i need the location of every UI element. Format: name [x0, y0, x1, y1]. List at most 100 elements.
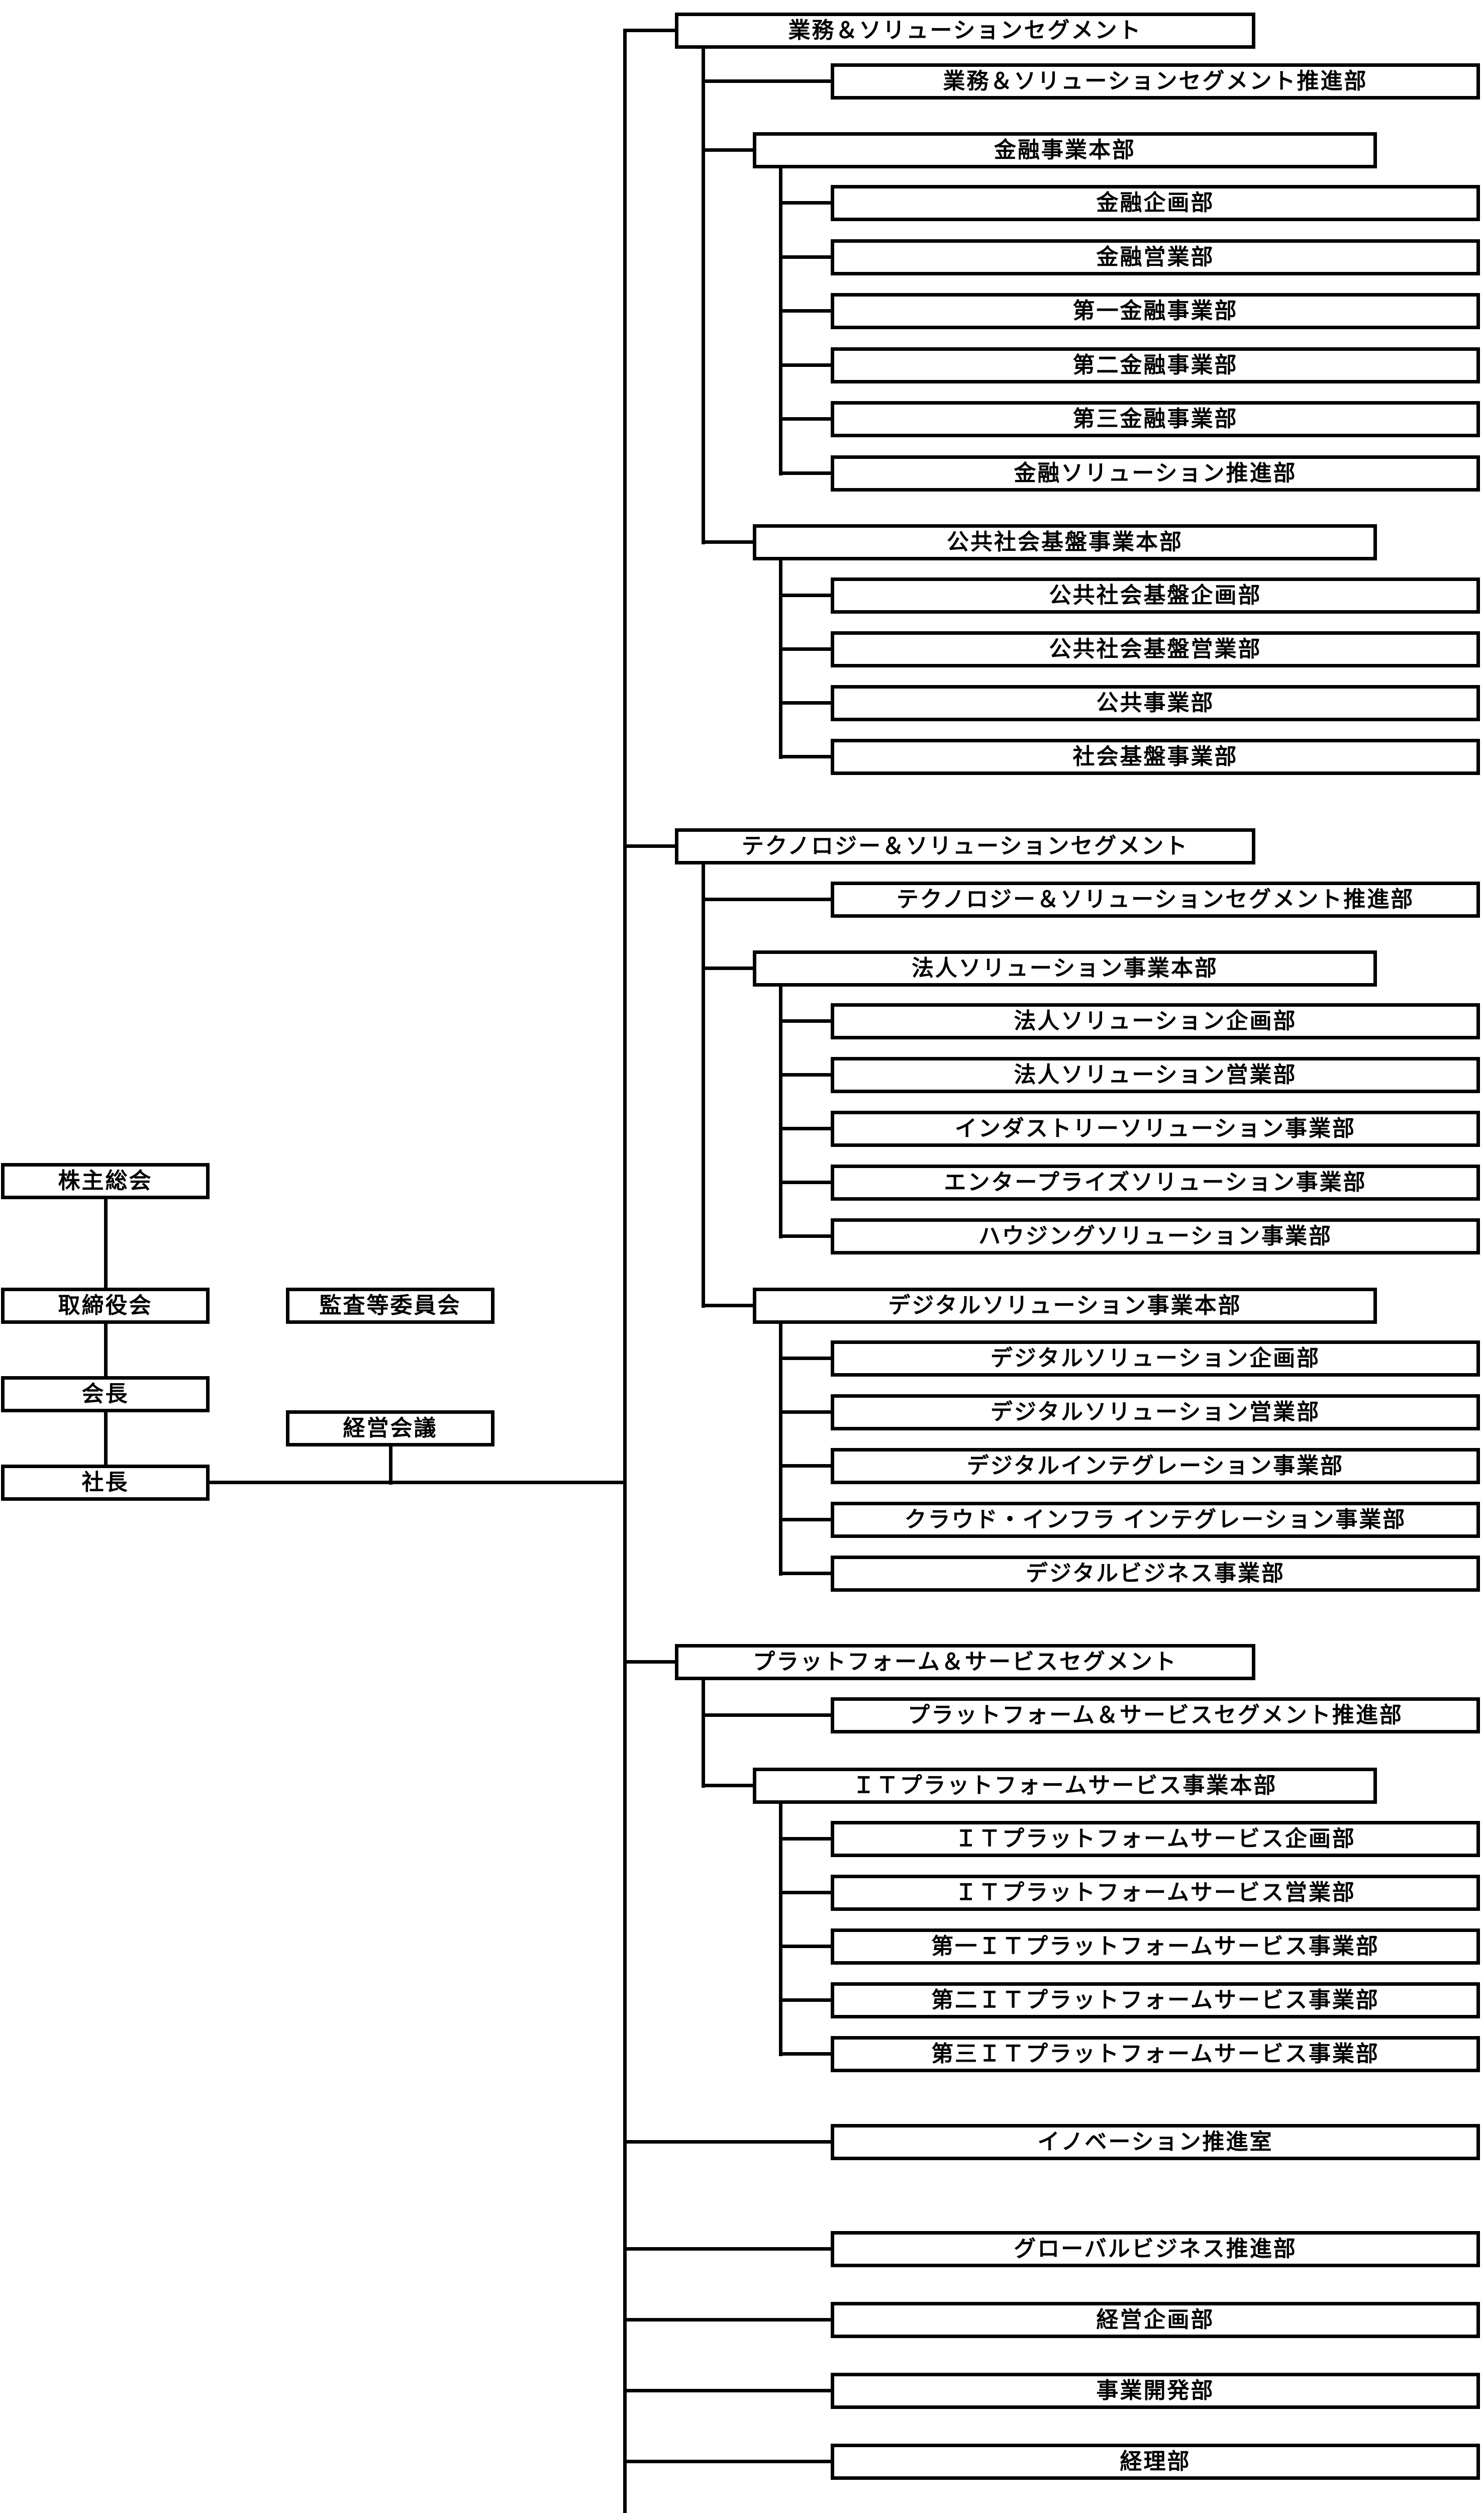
org-node-label: 取締役会: [58, 1293, 153, 1318]
org-node-label: 法人ソリューション企画部: [1014, 1009, 1297, 1033]
connector-line: [779, 701, 831, 705]
org-node-label: 法人ソリューション営業部: [1014, 1062, 1297, 1087]
org-node-label: 業務＆ソリューションセグメント: [788, 18, 1142, 43]
org-node-corporate-planning: 経営企画部: [831, 2302, 1480, 2338]
org-node-it-platform-service-planning: ＩＴプラットフォームサービス企画部: [831, 1821, 1480, 1857]
connector-line: [779, 1837, 831, 1841]
org-node-global-business-promotion: グローバルビジネス推進部: [831, 2231, 1480, 2267]
org-node-label: 金融事業本部: [994, 138, 1136, 162]
connector-line: [779, 168, 782, 475]
org-node-segment-technology-solution: テクノロジー＆ソリューションセグメント: [675, 828, 1255, 864]
org-node-label: イノベーション推進室: [1037, 2130, 1273, 2154]
connector-line: [210, 1481, 627, 1484]
org-node-housing-solution-div: ハウジングソリューション事業部: [831, 1218, 1480, 1254]
connector-line: [623, 2318, 831, 2322]
org-node-digital-solution-hq: デジタルソリューション事業本部: [753, 1288, 1377, 1324]
org-node-management-council: 経営会議: [286, 1410, 494, 1446]
org-node-corporate-solution-planning: 法人ソリューション企画部: [831, 1003, 1480, 1039]
connector-line: [702, 1713, 831, 1717]
org-node-label: テクノロジー＆ソリューションセグメント推進部: [896, 887, 1415, 912]
org-node-public-infra-planning: 公共社会基盤企画部: [831, 577, 1480, 614]
connector-line: [389, 1446, 392, 1485]
connector-line: [779, 1234, 831, 1238]
connector-line: [779, 1127, 831, 1130]
org-node-finance-div-3: 第三金融事業部: [831, 401, 1480, 437]
connector-line: [702, 898, 831, 901]
connector-line: [779, 1464, 831, 1468]
org-node-label: プラットフォーム＆サービスセグメント: [753, 1650, 1177, 1674]
connector-line: [623, 29, 627, 2513]
org-node-label: クラウド・インフラ インテグレーション事業部: [904, 1507, 1407, 1532]
connector-line: [779, 1181, 831, 1184]
org-node-innovation-promotion-office: イノベーション推進室: [831, 2124, 1480, 2160]
connector-line: [702, 540, 753, 544]
org-node-finance-solution-promotion: 金融ソリューション推進部: [831, 455, 1480, 492]
org-node-segment-platform-service-promotion: プラットフォーム＆サービスセグメント推進部: [831, 1697, 1480, 1733]
org-node-it-platform-service-sales: ＩＴプラットフォームサービス営業部: [831, 1875, 1480, 1911]
org-node-label: 事業開発部: [1096, 2378, 1215, 2403]
org-node-digital-solution-sales: デジタルソリューション営業部: [831, 1394, 1480, 1430]
connector-line: [779, 417, 831, 421]
connector-line: [779, 1945, 831, 1948]
org-node-segment-platform-service: プラットフォーム＆サービスセグメント: [675, 1644, 1255, 1680]
org-node-label: 公共社会基盤企画部: [1049, 583, 1262, 608]
org-node-finance-planning: 金融企画部: [831, 185, 1480, 221]
connector-line: [702, 1680, 705, 1788]
org-node-audit-committee: 監査等委員会: [286, 1288, 494, 1324]
connector-line: [779, 309, 831, 313]
org-node-enterprise-solution-div: エンタープライズソリューション事業部: [831, 1165, 1480, 1201]
org-node-business-development: 事業開発部: [831, 2373, 1480, 2409]
org-node-label: ハウジングソリューション事業部: [978, 1224, 1333, 1248]
org-node-label: 法人ソリューション事業本部: [911, 956, 1219, 981]
connector-line: [104, 1199, 108, 1465]
org-node-it-platform-service-hq: ＩＴプラットフォームサービス事業本部: [753, 1768, 1377, 1804]
org-node-label: デジタルビジネス事業部: [1025, 1561, 1285, 1586]
connector-line: [623, 2140, 831, 2144]
org-node-label: 第三金融事業部: [1072, 407, 1238, 431]
org-node-president: 社長: [1, 1465, 210, 1501]
org-node-label: プラットフォーム＆サービスセグメント推進部: [908, 1703, 1403, 1727]
org-node-label: 金融営業部: [1096, 245, 1215, 269]
org-node-label: 公共社会基盤事業本部: [947, 530, 1183, 554]
org-node-label: ＩＴプラットフォームサービス企画部: [955, 1826, 1356, 1851]
org-node-digital-business-div: デジタルビジネス事業部: [831, 1556, 1480, 1592]
org-node-label: 第一ＩＴプラットフォームサービス事業部: [931, 1934, 1379, 1959]
org-node-label: 金融ソリューション推進部: [1014, 461, 1297, 486]
connector-line: [702, 148, 753, 152]
org-node-it-platform-service-div-2: 第二ＩＴプラットフォームサービス事業部: [831, 1982, 1480, 2018]
org-node-segment-technology-solution-promotion: テクノロジー＆ソリューションセグメント推進部: [831, 882, 1480, 918]
connector-line: [623, 2460, 831, 2463]
connector-line: [623, 1660, 675, 1664]
connector-line: [779, 1324, 782, 1576]
org-node-industry-solution-div: インダストリーソリューション事業部: [831, 1111, 1480, 1147]
connector-line: [779, 647, 831, 651]
org-node-finance-div-1: 第一金融事業部: [831, 293, 1480, 329]
org-node-segment-business-solution-promotion: 業務＆ソリューションセグメント推進部: [831, 63, 1480, 100]
org-node-corporate-solution-sales: 法人ソリューション営業部: [831, 1057, 1480, 1093]
connector-line: [779, 1891, 831, 1894]
connector-line: [623, 844, 675, 848]
org-node-label: エンタープライズソリューション事業部: [944, 1170, 1367, 1195]
org-node-cloud-infra-integration-div: クラウド・インフラ インテグレーション事業部: [831, 1502, 1480, 1538]
org-node-corporate-solution-hq: 法人ソリューション事業本部: [753, 950, 1377, 987]
connector-line: [779, 1804, 782, 2056]
connector-line: [623, 2389, 831, 2392]
connector-line: [702, 1784, 753, 1787]
connector-line: [779, 1357, 831, 1360]
org-node-public-div: 公共事業部: [831, 685, 1480, 721]
org-node-label: ＩＴプラットフォームサービス事業本部: [852, 1773, 1277, 1798]
org-node-public-infra-hq: 公共社会基盤事業本部: [753, 524, 1377, 560]
connector-line: [702, 49, 705, 544]
org-node-it-platform-service-div-1: 第一ＩＴプラットフォームサービス事業部: [831, 1928, 1480, 1965]
org-node-label: 社長: [81, 1470, 129, 1495]
org-node-label: 公共社会基盤営業部: [1049, 637, 1262, 661]
connector-line: [779, 1998, 831, 2002]
org-node-label: インダストリーソリューション事業部: [954, 1116, 1356, 1141]
connector-line: [779, 201, 831, 205]
org-node-board-of-directors: 取締役会: [1, 1288, 210, 1324]
org-node-label: 監査等委員会: [319, 1293, 461, 1318]
connector-line: [623, 2247, 831, 2251]
org-node-shareholders-meeting: 株主総会: [1, 1163, 210, 1199]
connector-line: [779, 987, 782, 1238]
